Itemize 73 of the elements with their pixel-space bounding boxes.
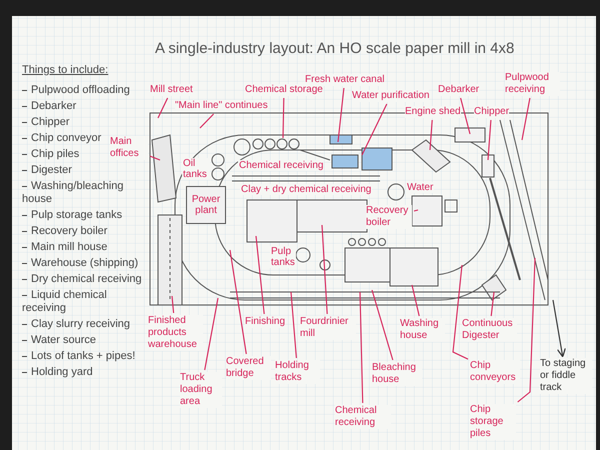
checklist-item: Digester [22, 164, 72, 177]
callout-label: Washing house [400, 318, 445, 342]
callout-label: Bleaching house [372, 362, 422, 386]
leader-line [290, 292, 297, 358]
title: A single-industry layout: An HO scale paper mill in 4x8 [155, 39, 514, 59]
callout-label: Chip conveyors [470, 360, 520, 384]
callout-label: Continuous Digester [462, 318, 517, 342]
drawing-label: Water [406, 182, 434, 193]
leader-line [371, 290, 394, 360]
checklist-item: Water source [22, 334, 96, 347]
leader-line [282, 98, 284, 138]
callout-label: Holding tracks [275, 360, 320, 384]
callout-label: Engine shed [405, 106, 461, 118]
checklist-item: Recovery boiler [22, 225, 108, 238]
callout-label: Main offices [110, 136, 148, 160]
callout-label: Chipper [474, 106, 510, 118]
leader-line [490, 292, 495, 316]
arrow [552, 300, 566, 358]
callout-label: Chemical receiving [335, 405, 391, 429]
list-heading: Things to include: [22, 64, 108, 77]
drawing-label: Oil tanks [182, 158, 210, 180]
leader-line [204, 298, 219, 370]
checklist-item: Chip piles [22, 148, 80, 161]
callout-label: Debarker [438, 84, 480, 96]
drawing-label: Chemical receiving [238, 160, 324, 171]
callout-label: Finished products warehouse [148, 315, 203, 351]
leader-line [150, 156, 160, 161]
drawing-label: Pulp tanks [270, 246, 296, 268]
leader-line [321, 224, 328, 314]
checklist-item: Clay slurry receiving [22, 318, 130, 331]
callout-label: Fresh water canal [305, 74, 384, 86]
leader-line [337, 88, 344, 142]
leader-line [255, 236, 265, 314]
leader-line [359, 292, 364, 404]
drawing-label: Clay + dry chemical receiving [240, 184, 372, 195]
callout-label: Chip storage piles [470, 404, 516, 440]
checklist-item: Dry chemical receiving [22, 273, 142, 286]
checklist-item: Chipper [22, 116, 70, 129]
checklist-item: Main mill house [22, 241, 108, 254]
checklist-item: Chip conveyor [22, 132, 102, 145]
callout-label: Mill street [150, 84, 193, 96]
checklist-item: Holding yard [22, 366, 93, 379]
leader-line [411, 284, 420, 316]
callout-label: Covered bridge [226, 356, 271, 380]
checklist-item: Liquid chemical receiving [22, 289, 108, 315]
callout-label: Recovery boiler [366, 205, 412, 229]
checklist-item: Debarker [22, 100, 76, 113]
callout-label: Water purification [352, 90, 430, 102]
callout-label: Finishing [245, 316, 286, 328]
checklist-item: Pulpwood offloading [22, 84, 130, 97]
checklist-item: Washing/bleaching house [22, 180, 125, 206]
leader-line [517, 258, 536, 402]
checklist-item: Warehouse (shipping) [22, 257, 138, 270]
building-box: Power plant [186, 186, 226, 224]
callout-label: To staging or fiddle track [540, 358, 592, 394]
leader-line [362, 104, 388, 156]
checklist-item: Pulp storage tanks [22, 209, 122, 222]
leader-line [158, 98, 168, 118]
leader-line [429, 120, 433, 150]
callout-label: Pulpwood receiving [505, 72, 560, 96]
leader-line [521, 98, 530, 140]
leader-line [229, 250, 247, 354]
checklist-item: Lots of tanks + pipes! [22, 350, 136, 363]
leader-line [487, 120, 492, 160]
leader-line [452, 264, 468, 360]
leader-line [171, 296, 174, 314]
callout-label: Chemical storage [245, 84, 323, 96]
leader-line [414, 209, 418, 212]
leader-line [460, 98, 471, 134]
callout-label: Fourdrinier mill [300, 316, 356, 340]
callout-label: "Main line" continues [175, 100, 268, 112]
callout-label: Truck loading area [180, 372, 222, 408]
leader-line [200, 114, 214, 128]
